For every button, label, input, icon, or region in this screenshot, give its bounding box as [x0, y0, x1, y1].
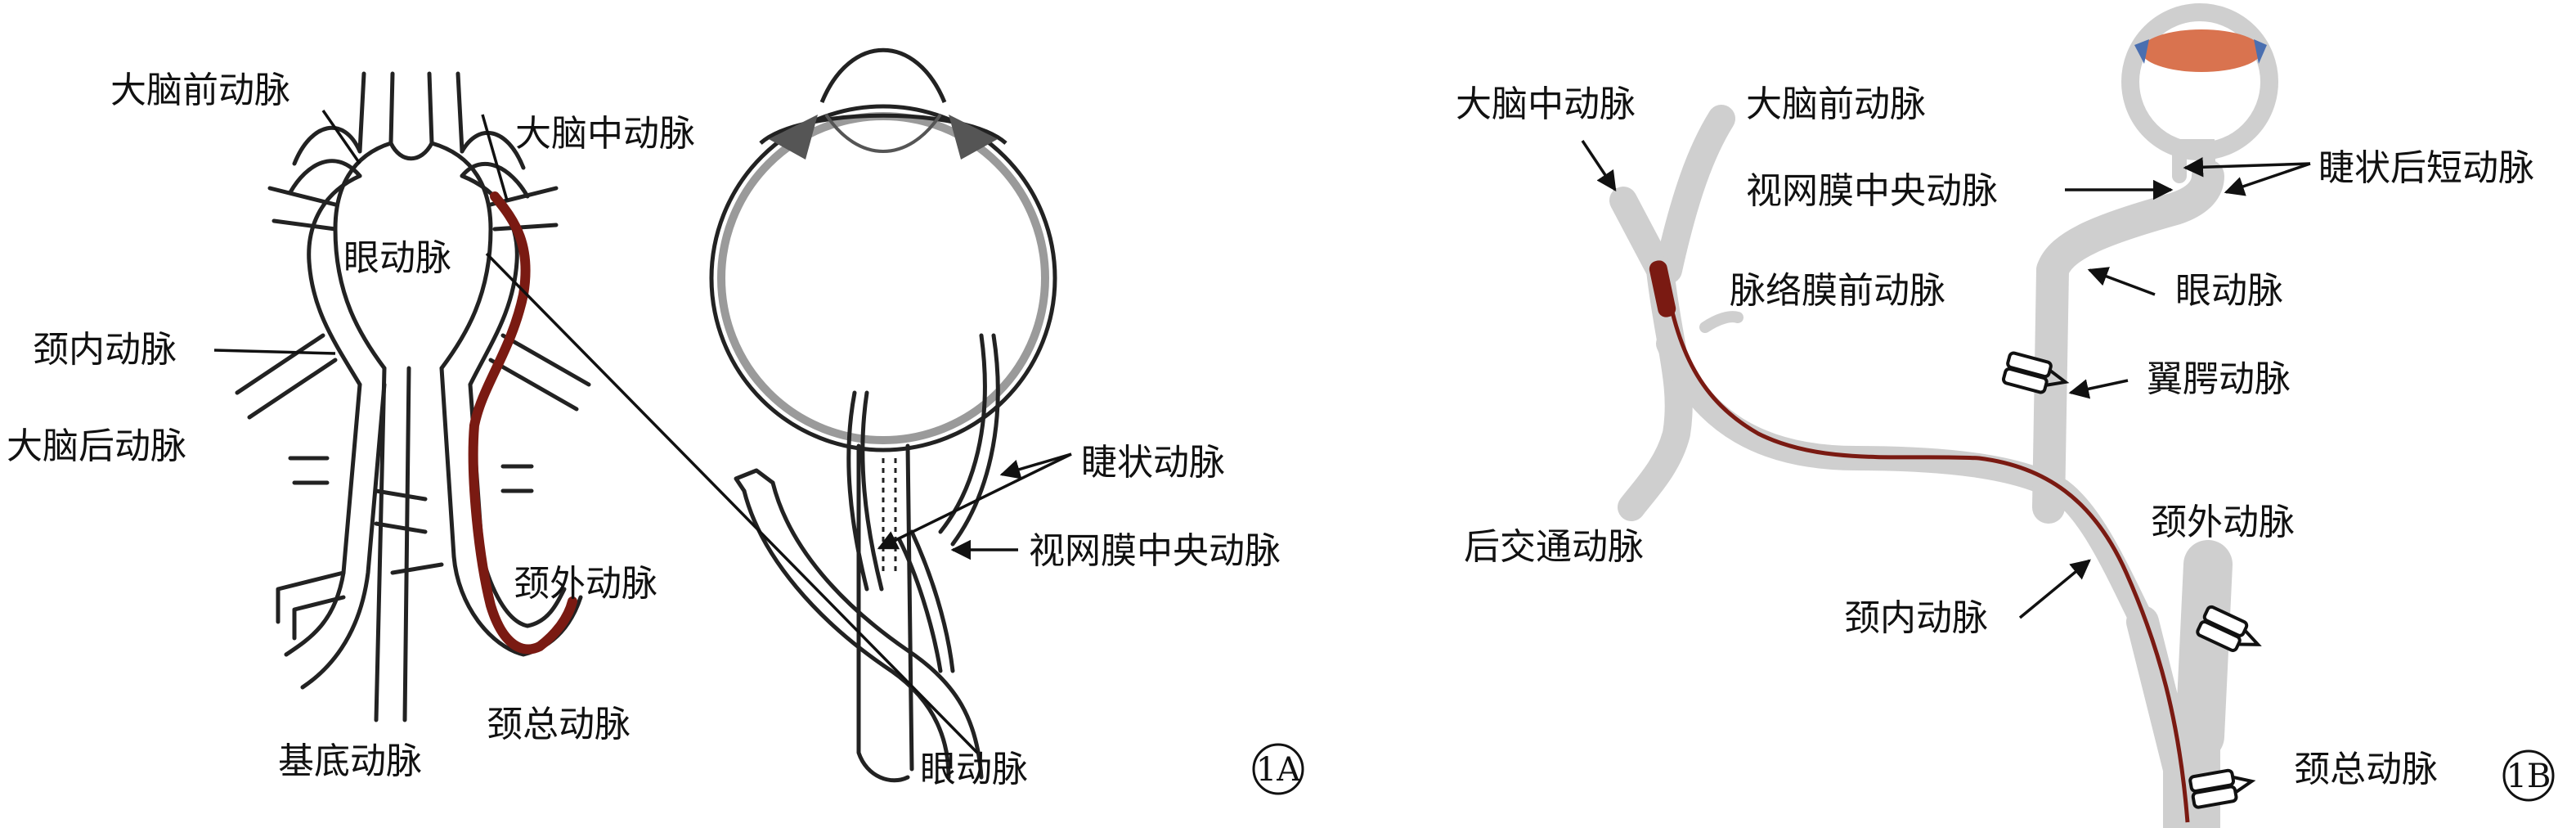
label-b-common-carotid: 颈总动脉 [2294, 749, 2438, 790]
label-a-internal-carotid: 颈内动脉 [33, 329, 177, 371]
panel-b: 大脑中动脉 大脑前动脉 视网膜中央动脉 睫状后短动脉 眼动脉 脉络膜前动脉 翼腭… [1456, 3, 2555, 828]
label-a-ophthalmic-outer: 眼动脉 [920, 749, 1028, 790]
label-a-ciliary: 睫状动脉 [1081, 442, 1225, 484]
label-b-middle-cerebral: 大脑中动脉 [1456, 83, 1636, 125]
label-b-ophthalmic: 眼动脉 [2175, 270, 2283, 312]
clamp-pterygopalatine [2002, 351, 2070, 394]
eyeball-drawing [709, 47, 1057, 783]
catheter-path-b [1662, 269, 2190, 823]
clamp-common-carotid [2188, 768, 2256, 809]
label-b-internal-carotid: 颈内动脉 [1844, 597, 1988, 639]
panel-a-leaders [213, 110, 1072, 754]
label-a-posterior-cerebral: 大脑后动脉 [7, 425, 186, 467]
catheter-tip [1649, 260, 1676, 317]
panel-a: 大脑前动脉 大脑中动脉 眼动脉 颈内动脉 大脑后动脉 颈外动脉 颈总动脉 基底动… [7, 47, 1304, 795]
catheter-path-a [468, 191, 577, 655]
label-b-central-retinal: 视网膜中央动脉 [1746, 170, 1998, 212]
circle-of-willis-drawing [235, 71, 591, 722]
label-a-basilar: 基底动脉 [278, 740, 422, 782]
vessel-silhouette [1609, 105, 2233, 828]
label-b-posterior-ciliary-short: 睫状后短动脉 [2318, 147, 2534, 189]
label-b-anterior-choroidal: 脉络膜前动脉 [1730, 270, 1945, 312]
label-b-external-carotid: 颈外动脉 [2151, 502, 2295, 543]
panel-b-badge: 1B [2502, 749, 2555, 802]
label-b-pterygopalatine: 翼腭动脉 [2147, 358, 2291, 400]
svg-text:1A: 1A [1256, 751, 1301, 789]
label-a-common-carotid: 颈总动脉 [487, 704, 631, 745]
label-a-central-retinal: 视网膜中央动脉 [1029, 530, 1281, 572]
label-b-anterior-cerebral: 大脑前动脉 [1746, 83, 1926, 125]
label-a-anterior-cerebral: 大脑前动脉 [110, 70, 290, 111]
label-b-posterior-communicating: 后交通动脉 [1464, 526, 1644, 568]
eye-schematic [2121, 3, 2278, 160]
panel-a-badge: 1A [1252, 743, 1304, 795]
panel-b-arrows [1581, 140, 2311, 619]
label-a-middle-cerebral: 大脑中动脉 [515, 113, 695, 155]
clamp-external-carotid [2196, 605, 2262, 652]
label-a-external-carotid: 颈外动脉 [514, 563, 657, 605]
svg-text:1B: 1B [2506, 758, 2551, 795]
label-a-ophthalmic-inner: 眼动脉 [343, 237, 451, 279]
